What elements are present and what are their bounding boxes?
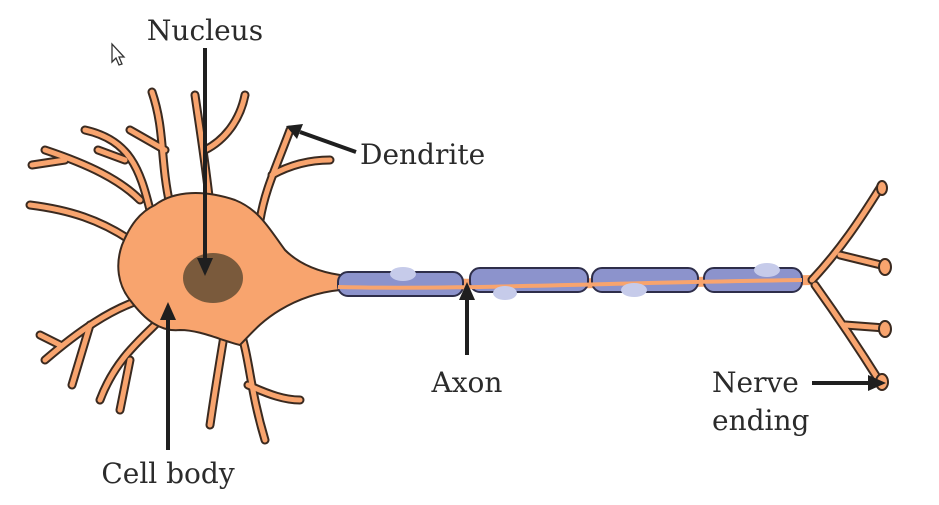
label-ending: ending <box>712 404 810 437</box>
myelin-sheath <box>337 263 803 300</box>
nucleus <box>183 253 243 303</box>
schwann-nucleus <box>621 283 647 297</box>
label-cell-body: Cell body <box>101 457 235 490</box>
label-axon: Axon <box>431 366 503 399</box>
label-arrows <box>160 48 886 450</box>
axon-core-line <box>337 278 803 290</box>
label-nucleus: Nucleus <box>147 14 263 47</box>
schwann-nucleus <box>754 263 780 277</box>
mouse-pointer-icon <box>111 42 126 66</box>
nerve-ending-bulbs <box>875 180 892 391</box>
schwann-nucleus <box>493 286 517 300</box>
label-nerve: Nerve <box>712 366 799 399</box>
label-dendrite: Dendrite <box>360 138 485 171</box>
dendrites <box>25 87 890 445</box>
schwann-nucleus <box>390 267 416 281</box>
